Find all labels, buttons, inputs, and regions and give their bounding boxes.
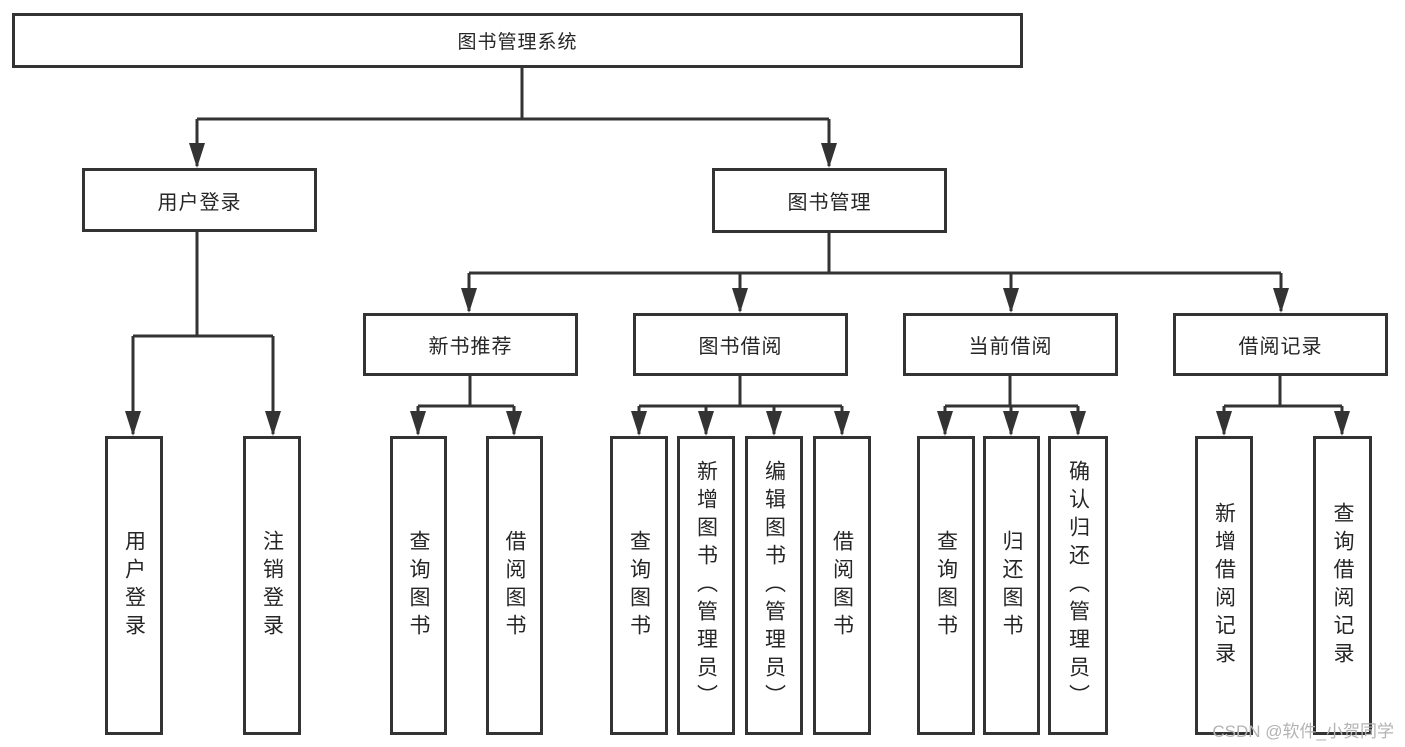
- leaf-query-books-current: 查询图书: [917, 436, 975, 735]
- leaf-query-books-recommend-label: 查询图书: [407, 529, 430, 642]
- node-borrowing-records-label: 借阅记录: [1238, 336, 1323, 358]
- leaf-borrow-books: 借阅图书: [813, 436, 871, 735]
- leaf-edit-book-admin: 编辑图书（管理员）: [745, 436, 803, 735]
- leaf-add-book-admin: 新增图书（管理员）: [677, 436, 735, 735]
- csdn-watermark: CSDN @软件_小贺同学: [1212, 722, 1394, 741]
- leaf-query-books-recommend: 查询图书: [390, 436, 447, 735]
- node-borrowing-records: 借阅记录: [1173, 313, 1388, 376]
- leaf-user-login-label: 用户登录: [122, 529, 146, 642]
- node-book-management-label: 图书管理: [787, 192, 872, 214]
- node-new-book-recommendation: 新书推荐: [363, 313, 578, 376]
- node-current-borrowing: 当前借阅: [903, 313, 1118, 376]
- node-user-login-label: 用户登录: [157, 191, 242, 214]
- leaf-confirm-return-admin-label: 确认归还（管理员）: [1066, 459, 1090, 712]
- leaf-borrow-books-recommend: 借阅图书: [486, 436, 543, 735]
- leaf-user-login: 用户登录: [105, 436, 163, 735]
- leaf-logout: 注销登录: [243, 436, 301, 735]
- leaf-query-books-borrow-label: 查询图书: [627, 529, 651, 642]
- node-user-login: 用户登录: [82, 168, 317, 232]
- node-library-management-system-label: 图书管理系统: [457, 32, 578, 53]
- node-new-book-recommendation-label: 新书推荐: [428, 336, 513, 358]
- leaf-logout-label: 注销登录: [260, 529, 284, 642]
- node-book-management: 图书管理: [712, 168, 947, 233]
- leaf-query-books-current-label: 查询图书: [934, 529, 958, 642]
- leaf-borrow-books-label: 借阅图书: [830, 529, 854, 642]
- leaf-return-book: 归还图书: [983, 436, 1040, 735]
- leaf-confirm-return-admin: 确认归还（管理员）: [1048, 436, 1108, 735]
- node-library-management-system: 图书管理系统: [12, 13, 1023, 68]
- leaf-edit-book-admin-label: 编辑图书（管理员）: [762, 459, 786, 712]
- node-book-borrowing: 图书借阅: [633, 313, 848, 376]
- node-current-borrowing-label: 当前借阅: [968, 336, 1053, 358]
- leaf-borrow-books-recommend-label: 借阅图书: [503, 529, 526, 642]
- leaf-return-book-label: 归还图书: [1000, 529, 1023, 642]
- leaf-query-borrow-record: 查询借阅记录: [1313, 436, 1372, 735]
- leaf-query-borrow-record-label: 查询借阅记录: [1331, 501, 1354, 670]
- leaf-add-borrow-record-label: 新增借阅记录: [1212, 501, 1236, 670]
- arrowheads: [125, 143, 1350, 436]
- leaf-add-book-admin-label: 新增图书（管理员）: [694, 459, 718, 712]
- leaf-query-books-borrow: 查询图书: [610, 436, 668, 735]
- node-book-borrowing-label: 图书借阅: [698, 336, 783, 358]
- leaf-add-borrow-record: 新增借阅记录: [1195, 436, 1253, 735]
